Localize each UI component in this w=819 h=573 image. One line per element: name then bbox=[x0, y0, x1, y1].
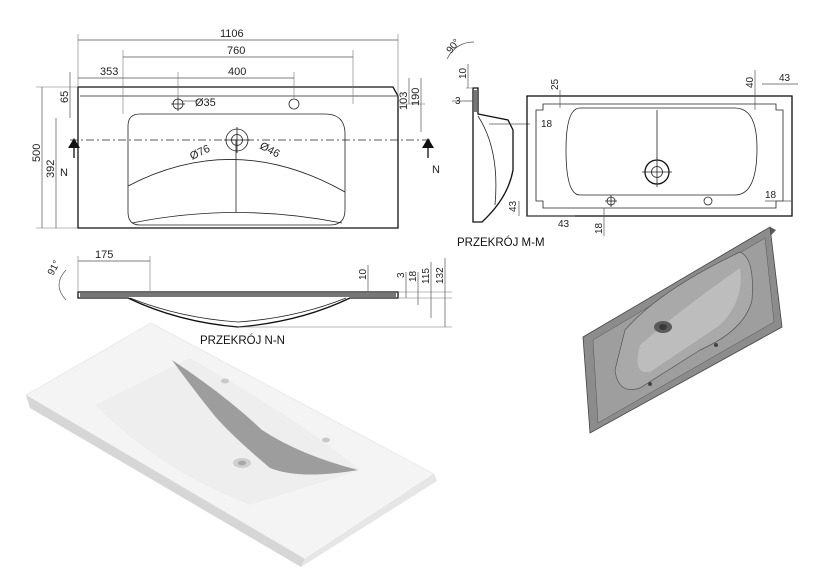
dim-392: 392 bbox=[45, 160, 57, 178]
underside-frame bbox=[535, 103, 784, 209]
top-view-outline bbox=[77, 86, 399, 229]
dim-u-43-top: 43 bbox=[779, 73, 791, 84]
caption-section-nn: PRZEKRÓJ N-N bbox=[200, 334, 285, 347]
dim-u-18-right: 18 bbox=[765, 190, 777, 201]
dim-500: 500 bbox=[31, 144, 43, 162]
underside-outline bbox=[526, 95, 793, 217]
underside-view: 25 40 43 18 43 43 18 bbox=[508, 70, 798, 236]
dim-400: 400 bbox=[228, 66, 246, 78]
dim-nn-3: 3 bbox=[396, 272, 407, 278]
render-basin-underside bbox=[582, 226, 783, 434]
dim-drain-76: Ø76 bbox=[188, 143, 212, 163]
dim-353: 353 bbox=[100, 66, 118, 78]
dim-u-18-bottom: 18 bbox=[594, 222, 605, 234]
dim-nn-115: 115 bbox=[421, 268, 432, 284]
dim-mm-10: 10 bbox=[458, 67, 469, 79]
top-view-basin bbox=[127, 113, 346, 226]
render-basin-side bbox=[301, 474, 437, 567]
dim-u-25: 25 bbox=[550, 78, 561, 90]
section-nn: 175 91° 10 3 18 115 132 PRZEKRÓJ N-N bbox=[46, 249, 452, 347]
section-marker-right: N bbox=[432, 164, 440, 176]
angle-mm: 90° bbox=[445, 37, 463, 56]
second-hole bbox=[288, 98, 300, 110]
section-mm: 90° 10 3 18 PRZEKRÓJ M-M bbox=[445, 37, 553, 249]
top-view: N N 1106 760 353 400 500 392 65 103 190 bbox=[31, 28, 440, 229]
dim-u-43-side: 43 bbox=[508, 200, 519, 212]
dim-103: 103 bbox=[398, 92, 410, 110]
render-basin-shadow bbox=[172, 360, 358, 475]
angle-nn: 91° bbox=[46, 259, 63, 278]
dim-nn-10: 10 bbox=[358, 268, 369, 280]
section-mm-profile bbox=[472, 87, 514, 223]
dim-mm-18: 18 bbox=[541, 119, 553, 130]
dim-u-43-bottom: 43 bbox=[558, 219, 570, 230]
dim-190: 190 bbox=[410, 88, 422, 106]
caption-section-mm: PRZEKRÓJ M-M bbox=[457, 236, 545, 249]
underside-basin bbox=[565, 107, 758, 196]
dim-65: 65 bbox=[59, 91, 71, 103]
dim-760: 760 bbox=[227, 45, 245, 57]
dim-hole-dia: Ø35 bbox=[195, 97, 216, 109]
dim-width-1106: 1106 bbox=[220, 28, 244, 40]
dim-u-40: 40 bbox=[745, 76, 756, 88]
dim-nn-175: 175 bbox=[95, 249, 113, 261]
dim-drain-46: Ø46 bbox=[258, 140, 282, 160]
dim-nn-132: 132 bbox=[435, 267, 446, 284]
section-marker-left: N bbox=[60, 167, 68, 179]
render-basin-edge bbox=[26, 395, 305, 567]
dim-nn-18: 18 bbox=[408, 270, 419, 282]
render-basin-top bbox=[25, 322, 437, 567]
dim-mm-3: 3 bbox=[455, 96, 461, 107]
